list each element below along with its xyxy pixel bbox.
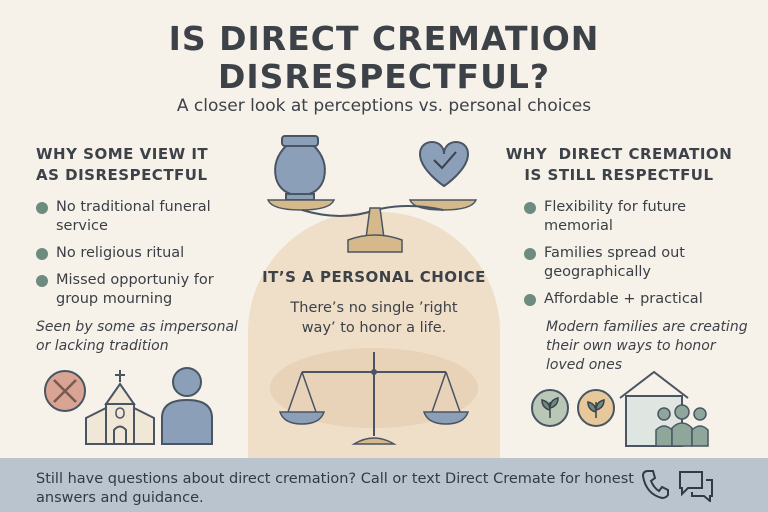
footer-text-line-2: answers and guidance. — [36, 490, 204, 506]
bullet-icon — [524, 248, 536, 260]
right-note: Modern families are creating their own w… — [546, 318, 748, 375]
left-heading: WHY SOME VIEW IT AS DISRESPECTFUL — [36, 144, 208, 186]
list-item: Affordable + practical — [524, 290, 744, 309]
list-item-line-2: service — [56, 218, 108, 234]
list-item: No religious ritual — [36, 244, 236, 263]
left-heading-line-1: WHY SOME VIEW IT — [36, 145, 209, 163]
balance-scale-icon — [270, 348, 478, 445]
center-heading: IT’S A PERSONAL CHOICE — [262, 268, 486, 286]
chat-icon[interactable] — [676, 468, 716, 502]
title-line-1: IS DIRECT CREMATION — [168, 19, 600, 58]
center-text-line-2: way’ to honor a life. — [301, 320, 447, 336]
left-note: Seen by some as impersonal or lacking tr… — [36, 318, 238, 356]
left-list: No traditional funeral service No religio… — [36, 198, 236, 317]
plant-icon — [577, 389, 615, 427]
footer-bar: Still have questions about direct cremat… — [0, 458, 768, 512]
urn-icon — [274, 135, 326, 201]
right-note-line-3: loved ones — [546, 357, 623, 373]
right-note-line-1: Modern families are creating — [546, 319, 748, 335]
left-note-line-1: Seen by some as impersonal — [36, 319, 238, 335]
list-item-line-1: No traditional funeral — [56, 199, 211, 215]
bullet-icon — [36, 275, 48, 287]
center-text: There’s no single ’right way’ to honor a… — [268, 298, 480, 338]
list-item-line-2: memorial — [544, 218, 613, 234]
list-item-line-2: geographically — [544, 264, 651, 280]
right-heading-line-1: WHY DIRECT CREMATION — [505, 145, 733, 163]
right-heading-line-2: IS STILL RESPECTFUL — [524, 166, 714, 184]
bullet-icon — [524, 202, 536, 214]
phone-icon[interactable] — [640, 468, 670, 500]
bullet-icon — [36, 248, 48, 260]
left-heading-line-2: AS DISRESPECTFUL — [36, 166, 208, 184]
list-item: Families spread out geographically — [524, 244, 744, 282]
footer-text: Still have questions about direct cremat… — [36, 470, 636, 508]
plant-icon — [531, 389, 569, 427]
list-item: No traditional funeral service — [36, 198, 236, 236]
bullet-icon — [524, 294, 536, 306]
list-item-line-2: group mourning — [56, 291, 173, 307]
church-icon — [85, 370, 155, 445]
list-item-line-1: Missed opportuniy for — [56, 272, 214, 288]
list-item-line-1: Families spread out — [544, 245, 685, 261]
page-subtitle: A closer look at perceptions vs. persona… — [176, 96, 592, 116]
center-text-line-1: There’s no single ’right — [290, 300, 458, 316]
heart-check-icon — [418, 141, 470, 188]
person-icon — [161, 367, 213, 445]
page-title: IS DIRECT CREMATION DISRESPECTFUL? — [0, 20, 768, 96]
crossed-circle-icon — [44, 370, 86, 412]
list-item: Flexibility for future memorial — [524, 198, 744, 236]
left-note-line-2: or lacking tradition — [36, 338, 169, 354]
list-item: Missed opportuniy for group mourning — [36, 271, 236, 309]
list-item-line-1: No religious ritual — [56, 245, 185, 261]
title-line-2: DISRESPECTFUL? — [217, 57, 551, 96]
list-item-line-1: Flexibility for future — [544, 199, 687, 215]
urn-scale-icon — [266, 135, 478, 253]
list-item-line-1: Affordable + practical — [544, 291, 703, 307]
footer-text-line-1: Still have questions about direct cremat… — [36, 471, 634, 487]
right-heading: WHY DIRECT CREMATION IS STILL RESPECTFUL — [500, 144, 738, 186]
bullet-icon — [36, 202, 48, 214]
right-list: Flexibility for future memorial Families … — [524, 198, 744, 317]
right-note-line-2: their own ways to honor — [546, 338, 716, 354]
house-family-icon — [619, 370, 709, 447]
